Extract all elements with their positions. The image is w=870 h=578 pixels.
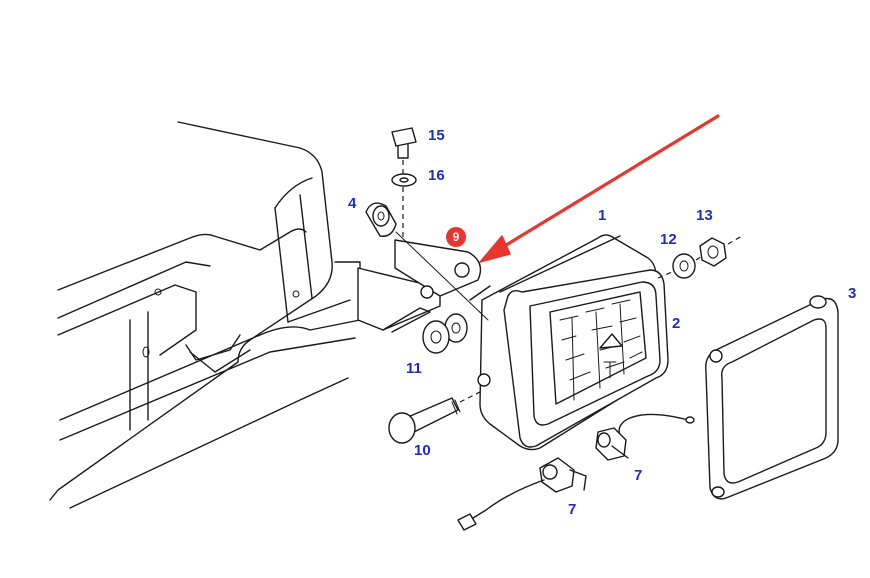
highlight-badge-9: 9 xyxy=(446,227,466,247)
callout-10: 10 xyxy=(414,442,431,459)
washer-12 xyxy=(672,253,696,279)
lens-frame-3 xyxy=(705,295,839,500)
bulb-7-upper xyxy=(595,413,695,461)
callout-15: 15 xyxy=(428,127,445,144)
bolt-10 xyxy=(388,385,493,444)
callout-13: 13 xyxy=(696,207,713,224)
callout-1: 1 xyxy=(598,207,607,224)
bulb-7-lower xyxy=(457,457,587,531)
bushing-4 xyxy=(365,202,397,237)
callout-4: 4 xyxy=(348,195,357,212)
alignment-leader-line xyxy=(395,231,489,321)
callout-3: 3 xyxy=(848,285,857,302)
callout-7-upper: 7 xyxy=(634,467,643,484)
bolt-15 xyxy=(391,127,417,240)
vehicle-body-panel xyxy=(49,121,361,509)
callout-7-lower: 7 xyxy=(568,501,577,518)
mounting-bracket xyxy=(357,239,482,333)
callout-2: 2 xyxy=(672,315,681,332)
red-arrow-icon xyxy=(479,114,720,263)
callout-12: 12 xyxy=(660,231,677,248)
callout-16: 16 xyxy=(428,167,445,184)
callout-11: 11 xyxy=(406,360,422,377)
nut-13 xyxy=(699,237,727,267)
washer-16 xyxy=(391,173,417,187)
washers-11 xyxy=(422,313,468,354)
lamp-housing xyxy=(469,234,669,451)
